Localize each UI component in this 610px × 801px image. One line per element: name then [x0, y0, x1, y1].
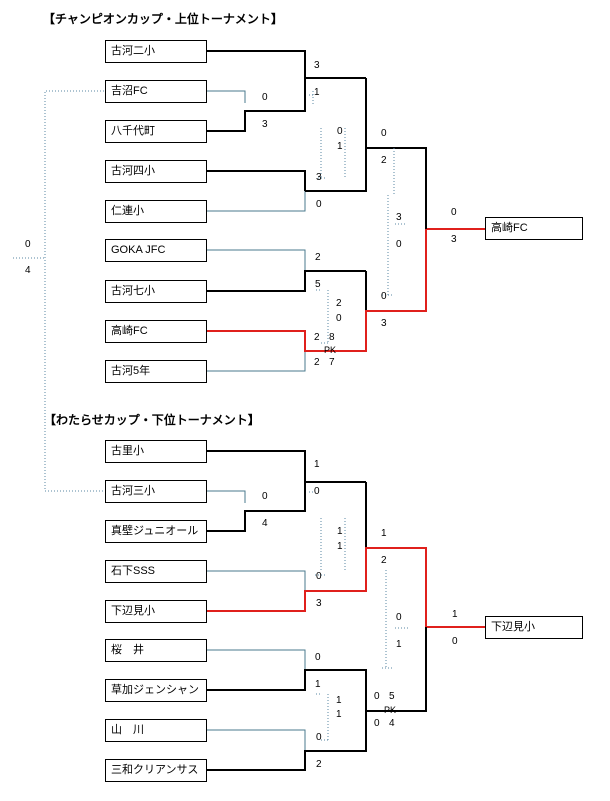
score: 0: [262, 92, 268, 103]
score: 1: [337, 526, 343, 537]
score: 0: [316, 571, 322, 582]
playoff-score: 4: [25, 265, 31, 276]
team-box: 草加ジェンシャン: [105, 679, 207, 702]
score: 2: [314, 332, 320, 343]
score: 0: [396, 239, 402, 250]
score: 1: [381, 528, 387, 539]
winner-path: [207, 228, 485, 352]
dotted-guide: [307, 491, 410, 741]
team-box: 八千代町: [105, 120, 207, 143]
score: 1: [314, 459, 320, 470]
score: 3: [316, 598, 322, 609]
bracket-line: [207, 482, 306, 532]
score: 2: [315, 252, 321, 263]
bracket-line: [366, 147, 427, 229]
score: 5: [315, 279, 321, 290]
team-box: 桜 井: [105, 639, 207, 662]
score: 0: [316, 199, 322, 210]
score: 4: [262, 518, 268, 529]
score: 0: [381, 128, 387, 139]
score: 0: [316, 732, 322, 743]
score: 3: [262, 119, 268, 130]
bracket-line: [207, 170, 306, 191]
score: 3: [451, 234, 457, 245]
score: 4: [389, 718, 395, 729]
team-box: 古河四小: [105, 160, 207, 183]
score: 0: [337, 126, 343, 137]
team-box: 山 川: [105, 719, 207, 742]
bracket-line: [207, 78, 306, 132]
bracket-line: [207, 50, 306, 78]
score: 1: [337, 141, 343, 152]
team-box: 古河二小: [105, 40, 207, 63]
score: 1: [336, 695, 342, 706]
score: 3: [396, 212, 402, 223]
score: 0: [336, 313, 342, 324]
score: 0: [451, 207, 457, 218]
score: 2: [381, 555, 387, 566]
upper-title: 【チャンピオンカップ・上位トーナメント】: [43, 12, 283, 26]
score: 5: [389, 691, 395, 702]
team-box: GOKA JFC: [105, 239, 207, 262]
team-box: 古河5年: [105, 360, 207, 383]
pk-label: PK: [384, 705, 397, 715]
score: 1: [452, 609, 458, 620]
score: 1: [396, 639, 402, 650]
score: 2: [314, 357, 320, 368]
team-box: 下辺見小: [105, 600, 207, 623]
bracket-line: [207, 649, 306, 670]
bracket-line: [207, 669, 367, 711]
team-box: 三和クリアンサス: [105, 759, 207, 782]
bracket-line: [207, 90, 246, 103]
score: 0: [374, 718, 380, 729]
score: 3: [316, 172, 322, 183]
score: 0: [315, 652, 321, 663]
score: 0: [452, 636, 458, 647]
score: 2: [336, 298, 342, 309]
pk-label: PK: [324, 345, 337, 355]
team-box: 真壁ジュニオール: [105, 520, 207, 543]
score: 0: [381, 291, 387, 302]
score: 8: [329, 332, 335, 343]
winner-path: [207, 547, 485, 628]
score: 0: [396, 612, 402, 623]
bracket-line: [207, 249, 306, 271]
bracket-line: [207, 191, 306, 212]
score: 1: [315, 679, 321, 690]
score: 1: [337, 541, 343, 552]
bracket-line: [207, 270, 366, 292]
team-box: 仁連小: [105, 200, 207, 223]
playoff-line: [44, 90, 107, 492]
bracket-line: [207, 351, 306, 372]
team-box: 石下SSS: [105, 560, 207, 583]
lower-title: 【わたらせカップ・下位トーナメント】: [44, 413, 260, 427]
team-box: 古河七小: [105, 280, 207, 303]
score: 1: [336, 709, 342, 720]
team-box: 古里小: [105, 440, 207, 463]
bracket-line: [207, 729, 306, 751]
team-box: 高崎FC: [105, 320, 207, 343]
bracket-line: [207, 490, 246, 503]
team-box: 吉沼FC: [105, 80, 207, 103]
bracket-line: [207, 570, 306, 591]
team-box: 古河三小: [105, 480, 207, 503]
score: 1: [314, 87, 320, 98]
score: 2: [316, 759, 322, 770]
bracket-line: [207, 627, 427, 771]
score: 3: [381, 318, 387, 329]
upper-champion-box: 高崎FC: [485, 217, 583, 240]
lower-champion-box: 下辺見小: [485, 616, 583, 639]
playoff-score: 0: [25, 239, 31, 250]
score: 0: [314, 486, 320, 497]
score: 2: [381, 155, 387, 166]
score: 0: [262, 491, 268, 502]
dotted-guide: [307, 91, 406, 344]
score: 7: [329, 357, 335, 368]
bracket-line: [207, 450, 366, 483]
score: 0: [374, 691, 380, 702]
score: 3: [314, 60, 320, 71]
